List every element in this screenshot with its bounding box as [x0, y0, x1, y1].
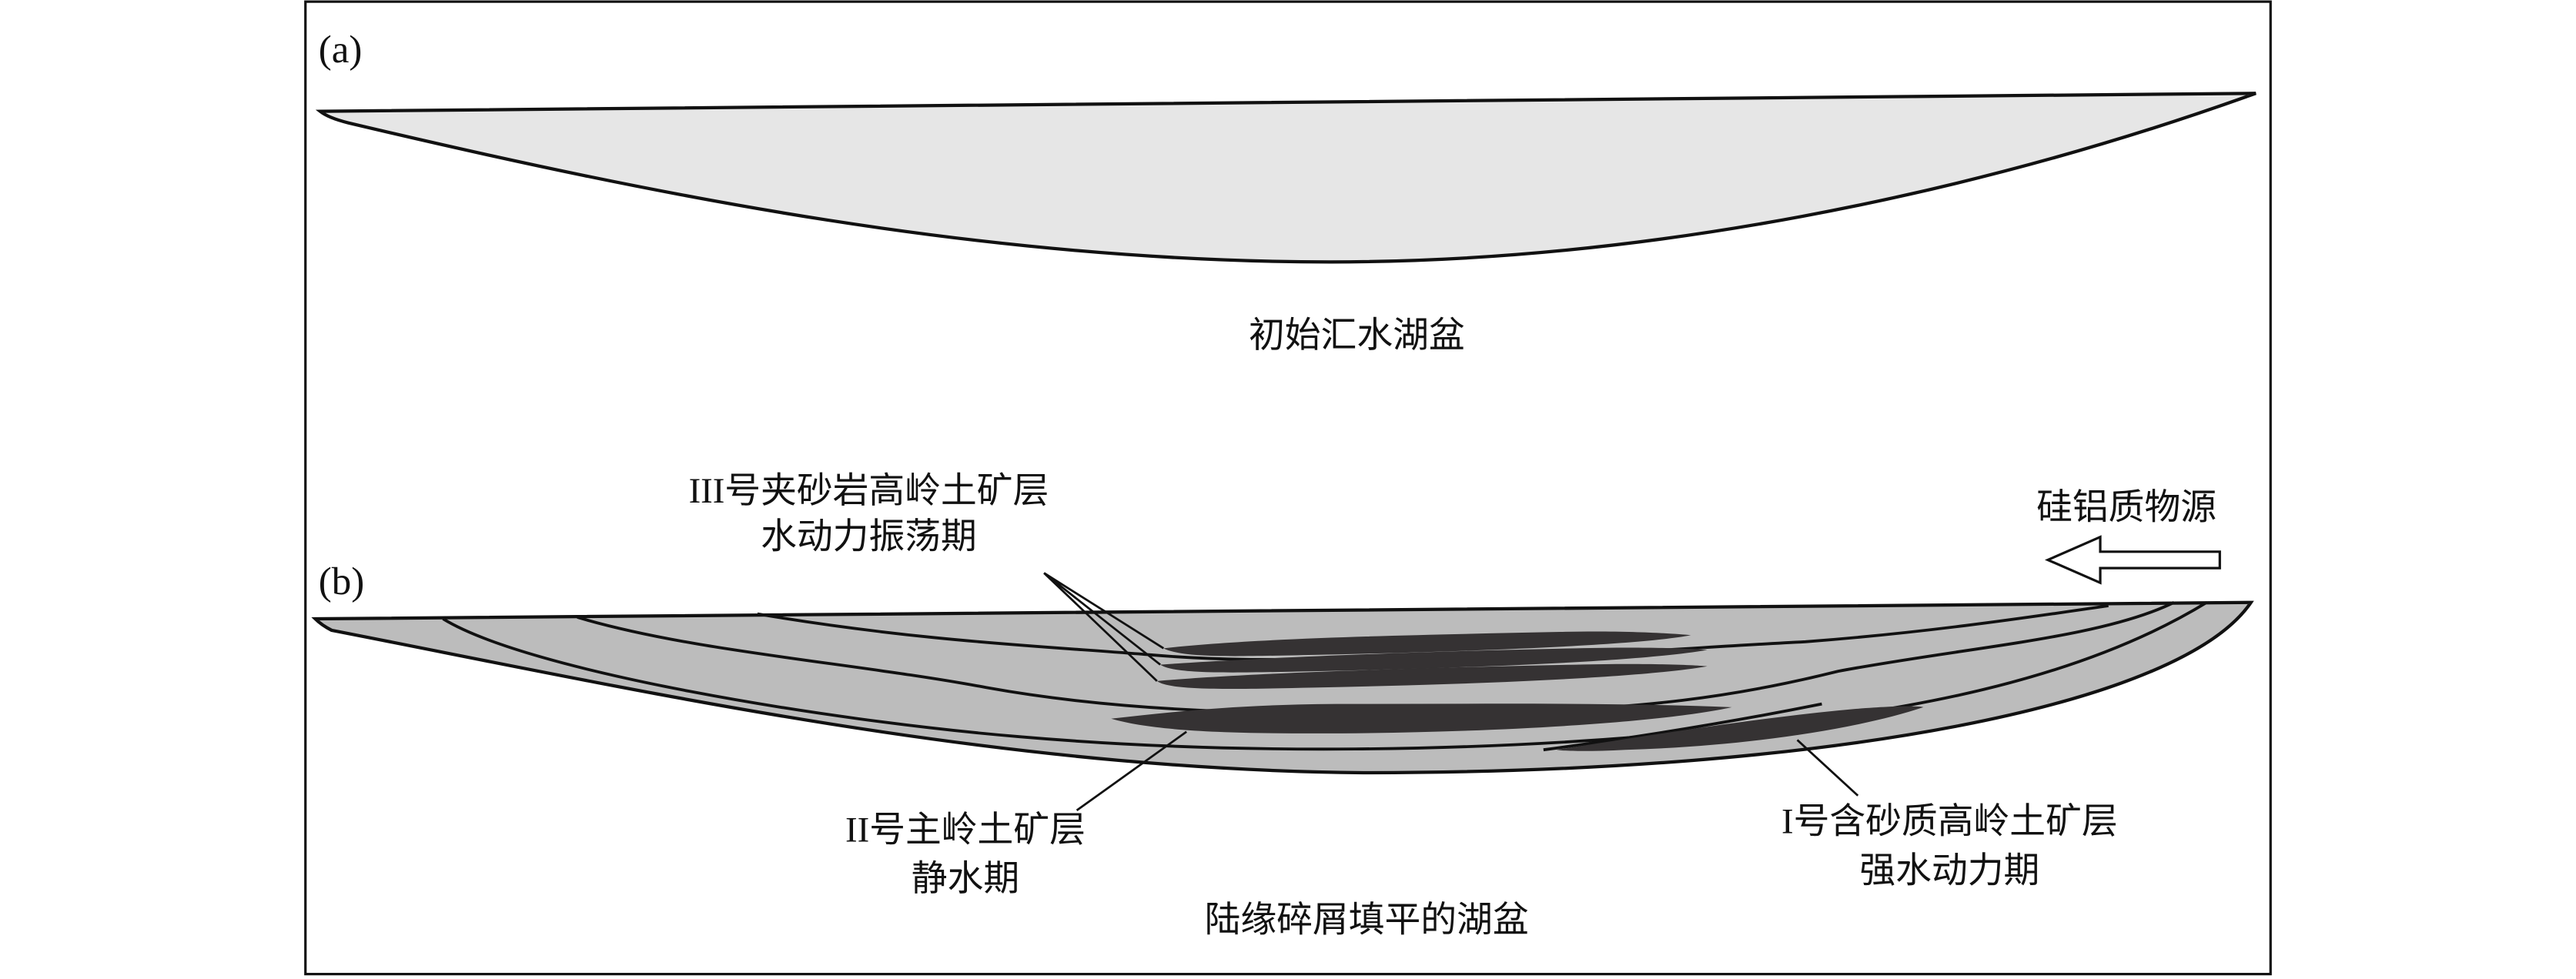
ore-layer-ii: [1111, 703, 1732, 733]
layer-ii-phase: 静水期: [912, 859, 1019, 899]
layer-ii-label: II号主岭土矿层: [845, 810, 1086, 850]
panel-b-label: (b): [319, 560, 365, 603]
panel-b-caption: 陆缘碎屑填平的湖盆: [1205, 900, 1529, 940]
ore-layer-iii-b: [1160, 647, 1708, 673]
leader-lines: [1043, 572, 1859, 812]
source-label: 硅铝质物源: [2036, 487, 2216, 527]
layer-iii-label: III号夹砂岩高岭土矿层: [689, 471, 1049, 511]
ore-layer-iii-a: [1163, 631, 1691, 657]
panel-a-caption: 初始汇水湖盆: [1249, 316, 1465, 356]
ore-lenses: [1111, 631, 1924, 751]
panel-a-label: (a): [319, 28, 363, 72]
layer-i-phase: 强水动力期: [1859, 851, 2039, 891]
source-arrow-icon: [2044, 535, 2221, 585]
initial-basin: [315, 92, 2257, 264]
layer-iii-phase: 水动力振荡期: [761, 517, 977, 557]
ore-layer-iii-c: [1156, 663, 1708, 689]
ore-layer-i: [1556, 706, 1924, 751]
layer-i-label: I号含砂质高岭土矿层: [1781, 802, 2118, 842]
